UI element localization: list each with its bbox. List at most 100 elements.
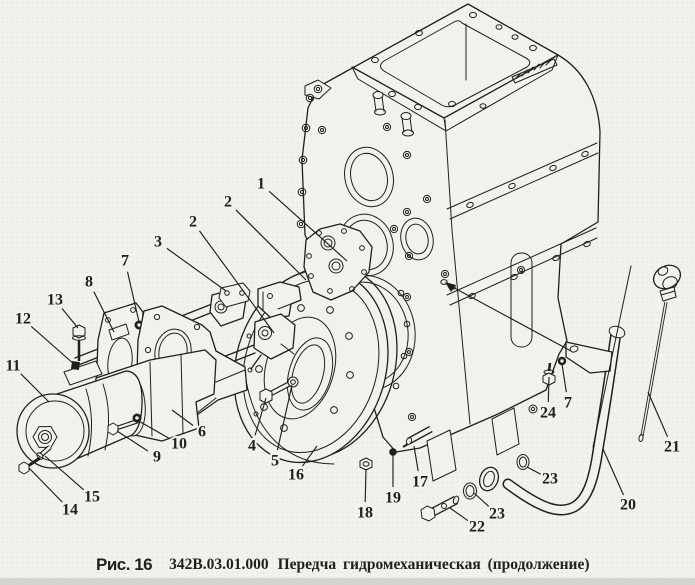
callout-16-16: 16	[286, 445, 318, 486]
callout-6-13: 6	[171, 409, 208, 443]
callout-number-23: 23	[542, 471, 558, 488]
clamp-strap-lug	[63, 360, 103, 386]
callout-number-2: 2	[189, 214, 197, 231]
leader-line-14	[28, 467, 63, 503]
plug-19	[389, 448, 397, 456]
leader-line-9	[116, 430, 149, 452]
elbow-fitting	[478, 466, 500, 492]
callout-number-12: 12	[15, 311, 31, 328]
bottom-legs	[426, 404, 538, 482]
callout-number-18: 18	[357, 505, 373, 522]
leader-line-11	[20, 373, 50, 403]
callout-22-20: 22	[449, 507, 487, 538]
leader-line-23	[526, 466, 542, 475]
washer-10	[132, 413, 142, 423]
callout-10-12: 10	[136, 419, 189, 455]
top-opening	[380, 20, 531, 108]
leader-line-12	[30, 325, 76, 366]
callout-number-11: 11	[5, 358, 20, 375]
lug-8	[108, 323, 130, 341]
callout-18-17: 18	[355, 468, 375, 524]
figure-caption: Рис. 16 342В.03.01.000 Передча гидромеха…	[96, 553, 590, 577]
callout-number-24: 24	[540, 405, 556, 422]
callout-number-9: 9	[153, 449, 161, 466]
callout-7-24: 7	[561, 363, 574, 414]
leader-line-8	[93, 291, 115, 333]
callout-8-5: 8	[83, 272, 115, 333]
bolt-24	[542, 362, 556, 386]
callout-number-7: 7	[121, 253, 129, 270]
hex-plug	[32, 426, 58, 448]
figure-code: 342В.03.01.000	[169, 556, 269, 573]
leader-line-6	[171, 409, 194, 426]
callout-21-26: 21	[647, 391, 682, 458]
callout-11-8: 11	[3, 356, 50, 403]
leader-line-13	[61, 308, 79, 329]
leader-line-1	[268, 190, 348, 262]
callout-number-10: 10	[171, 436, 187, 453]
leader-line-4	[254, 397, 267, 436]
nut-18	[359, 457, 373, 471]
callout-1-0: 1	[255, 174, 348, 262]
callout-3-3: 3	[152, 232, 227, 292]
callout-4-14: 4	[246, 397, 267, 457]
figure-title: Передча гидромеханическая (продолжение)	[277, 556, 590, 573]
washer-5	[287, 376, 299, 388]
leader-line-17	[413, 445, 419, 472]
assembly-line	[445, 282, 572, 352]
stud-bolts	[372, 91, 414, 137]
callout-number-6: 6	[198, 424, 206, 441]
o-ring-23-lower	[463, 482, 477, 500]
pin-17	[402, 425, 433, 448]
callout-20-25: 20	[602, 448, 638, 516]
side-flange-strips	[446, 142, 599, 306]
callout-24-23: 24	[538, 376, 558, 424]
leader-line-16	[302, 445, 318, 467]
leader-line-7	[126, 271, 140, 323]
callout-12-7: 12	[13, 309, 76, 366]
flange-bolt-holes	[371, 11, 537, 111]
callout-2-1: 2	[222, 192, 307, 281]
leader-line-15	[44, 455, 85, 491]
strap-fitting-2	[257, 281, 302, 319]
leader-line-22	[449, 507, 469, 522]
callout-number-7: 7	[564, 395, 572, 412]
callout-number-20: 20	[620, 497, 636, 514]
bolt-13	[72, 324, 86, 361]
gasket-plate-1	[303, 223, 373, 301]
callout-number-23: 23	[489, 506, 505, 523]
leader-line-3	[166, 247, 227, 292]
callout-23-22: 23	[526, 466, 560, 490]
callout-9-11: 9	[116, 430, 163, 468]
callout-number-22: 22	[469, 519, 485, 536]
channel-slot	[510, 252, 533, 348]
callout-number-3: 3	[154, 234, 162, 251]
bolt-14	[18, 456, 41, 475]
callout-2-2: 2	[187, 212, 275, 334]
callout-number-17: 17	[412, 474, 428, 491]
insertion-line	[592, 265, 632, 448]
leader-line-24	[547, 376, 550, 403]
callout-number-5: 5	[271, 453, 279, 470]
callout-14-9: 14	[28, 467, 80, 521]
callout-5-15: 5	[269, 384, 293, 472]
callout-number-19: 19	[385, 490, 401, 507]
washer-7-right	[557, 356, 567, 366]
callout-17-19: 17	[410, 445, 430, 493]
callout-23-21: 23	[473, 492, 507, 525]
footer-bar	[0, 578, 695, 585]
callout-7-4: 7	[119, 251, 140, 323]
leader-line-7	[561, 363, 567, 393]
leader-line-18	[364, 468, 367, 503]
bolt-4	[259, 380, 293, 404]
left-edge-bosses	[296, 93, 315, 229]
callout-number-8: 8	[85, 274, 93, 291]
leader-line-10	[136, 419, 170, 439]
callout-number-1: 1	[257, 176, 265, 193]
cylinder-assembly-11	[16, 349, 217, 469]
callout-number-13: 13	[47, 292, 63, 309]
callout-number-15: 15	[84, 489, 100, 506]
figure-number: Рис. 16	[96, 555, 153, 574]
callout-number-4: 4	[248, 438, 256, 455]
